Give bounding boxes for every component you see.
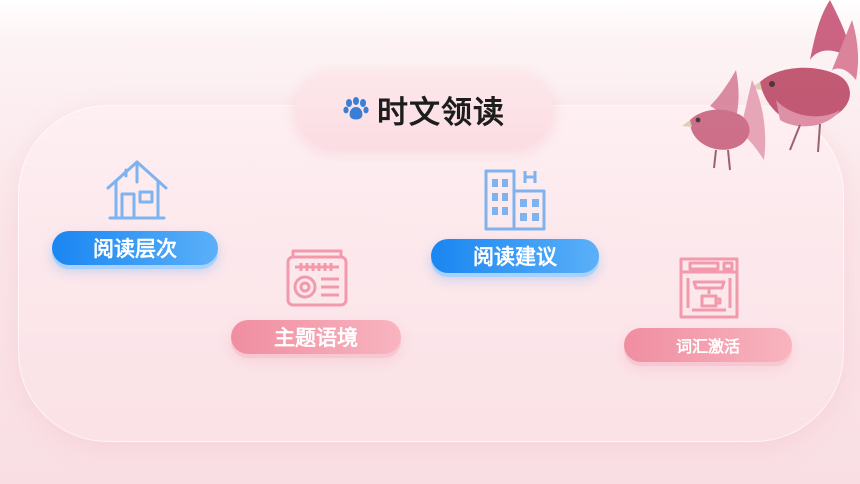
title-banner: 时文领读	[295, 70, 553, 148]
item-pill-theme-context[interactable]: 主题语境	[231, 320, 401, 354]
item-label: 主题语境	[274, 326, 358, 350]
item-label: 阅读建议	[473, 245, 557, 269]
radio-icon	[286, 249, 348, 307]
paw-icon	[343, 97, 369, 120]
birds-illustration	[682, 0, 859, 171]
house-icon	[106, 160, 168, 220]
buildings-icon	[484, 169, 546, 231]
item-label: 词汇激活	[675, 337, 740, 356]
item-pill-reading-suggestions[interactable]: 阅读建议	[431, 239, 599, 273]
page-title: 时文领读	[377, 94, 505, 131]
top-shade	[0, 0, 860, 40]
item-pill-reading-levels[interactable]: 阅读层次	[52, 231, 218, 265]
item-label: 阅读层次	[93, 237, 177, 261]
coffee-machine-icon	[679, 257, 739, 319]
item-pill-vocabulary-activation[interactable]: 词汇激活	[624, 328, 792, 362]
